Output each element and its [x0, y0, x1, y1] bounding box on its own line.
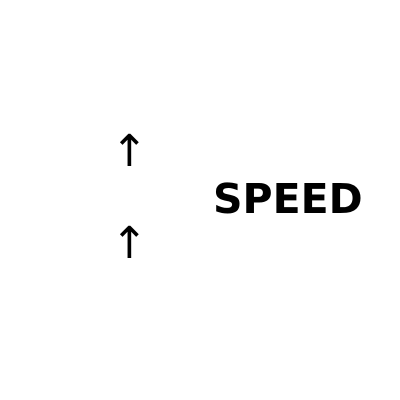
- arrow-up-icon: ↑: [111, 126, 148, 177]
- speed-label: SPEED: [213, 175, 363, 223]
- arrow-up-icon: ↑: [111, 218, 148, 269]
